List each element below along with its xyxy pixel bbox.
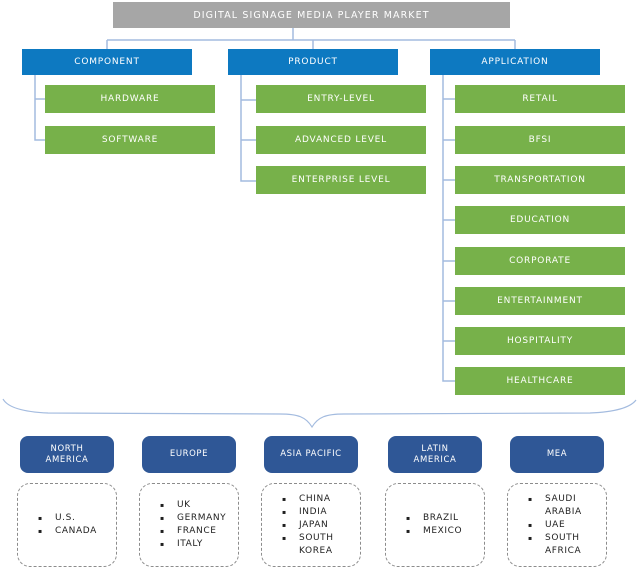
- region-box-europe: EUROPE: [142, 436, 236, 473]
- country-item: ▪ UAE: [528, 519, 606, 532]
- bullet-icon: ▪: [282, 521, 287, 529]
- country-item: ▪ SAUDI ARABIA: [528, 493, 606, 519]
- country-label: MEXICO: [423, 526, 463, 536]
- country-label: UAE: [545, 519, 566, 530]
- country-item: ▪ SOUTH AFRICA: [528, 532, 606, 558]
- bullet-icon: ▪: [528, 534, 533, 542]
- leaf-retail: RETAIL: [455, 85, 625, 113]
- bullet-icon: ▪: [160, 502, 165, 509]
- country-label: SAUDI ARABIA: [545, 493, 582, 517]
- leaf-advanced-level: ADVANCED LEVEL: [256, 126, 426, 154]
- region-label: MEA: [546, 449, 568, 459]
- brace-connector: [2, 398, 637, 429]
- country-label: CANADA: [55, 526, 97, 536]
- leaf-software: SOFTWARE: [45, 126, 215, 154]
- country-item: ▪ ITALY: [160, 538, 238, 551]
- segment-component: COMPONENT: [22, 49, 192, 75]
- bullet-icon: ▪: [38, 528, 43, 535]
- country-label: ITALY: [177, 539, 203, 549]
- bullet-icon: ▪: [406, 528, 411, 535]
- bullet-icon: ▪: [160, 528, 165, 535]
- country-item: ▪ INDIA: [282, 506, 360, 519]
- region-box-north-america: NORTH AMERICA: [20, 436, 114, 473]
- country-label: UK: [177, 500, 191, 510]
- country-item: ▪ MEXICO: [406, 525, 484, 538]
- bullet-icon: ▪: [282, 495, 287, 503]
- country-item: ▪ CANADA: [38, 525, 116, 538]
- leaf-corporate: CORPORATE: [455, 247, 625, 275]
- country-label: FRANCE: [177, 526, 217, 536]
- leaf-transportation: TRANSPORTATION: [455, 166, 625, 194]
- region-label: ASIA PACIFIC: [280, 449, 342, 459]
- country-label: SOUTH AFRICA: [545, 532, 582, 556]
- region-column-north-america: NORTH AMERICA ▪ U.S. ▪ CANADA: [16, 436, 118, 567]
- region-label: EUROPE: [169, 449, 209, 459]
- region-column-europe: EUROPE ▪ UK ▪ GERMANY ▪ FRANCE ▪ ITALY: [138, 436, 240, 567]
- region-label: LATIN AMERICA: [413, 443, 457, 465]
- segment-product: PRODUCT: [228, 49, 398, 75]
- region-box-latin-america: LATIN AMERICA: [388, 436, 482, 473]
- country-label: BRAZIL: [423, 513, 459, 523]
- bullet-icon: ▪: [282, 534, 287, 542]
- bullet-icon: ▪: [38, 515, 43, 522]
- country-item: ▪ UK: [160, 499, 238, 512]
- country-item: ▪ GERMANY: [160, 512, 238, 525]
- region-column-latin-america: LATIN AMERICA ▪ BRAZIL ▪ MEXICO: [384, 436, 486, 567]
- country-item: ▪ CHINA: [282, 493, 360, 506]
- leaf-entertainment: ENTERTAINMENT: [455, 287, 625, 315]
- region-box-asia-pacific: ASIA PACIFIC: [264, 436, 358, 473]
- diagram-title: DIGITAL SIGNAGE MEDIA PLAYER MARKET: [113, 2, 510, 28]
- country-item: ▪ FRANCE: [160, 525, 238, 538]
- leaf-healthcare: HEALTHCARE: [455, 367, 625, 395]
- country-list-north-america: ▪ U.S. ▪ CANADA: [17, 483, 117, 567]
- leaf-hospitality: HOSPITALITY: [455, 327, 625, 355]
- country-list-mea: ▪ SAUDI ARABIA ▪ UAE ▪ SOUTH AFRICA: [507, 483, 607, 567]
- leaf-bfsi: BFSI: [455, 126, 625, 154]
- country-item: ▪ U.S.: [38, 512, 116, 525]
- region-column-mea: MEA ▪ SAUDI ARABIA ▪ UAE ▪ SOUTH AFRICA: [506, 436, 608, 567]
- segment-application: APPLICATION: [430, 49, 600, 75]
- leaf-entry-level: ENTRY-LEVEL: [256, 85, 426, 113]
- bullet-icon: ▪: [406, 515, 411, 522]
- country-label: U.S.: [55, 513, 76, 523]
- country-label: JAPAN: [299, 519, 329, 530]
- leaf-hardware: HARDWARE: [45, 85, 215, 113]
- country-list-latin-america: ▪ BRAZIL ▪ MEXICO: [385, 483, 485, 567]
- region-label: NORTH AMERICA: [45, 443, 89, 465]
- bullet-icon: ▪: [528, 521, 533, 529]
- bullet-icon: ▪: [528, 495, 533, 503]
- country-item: ▪ JAPAN: [282, 519, 360, 532]
- country-label: GERMANY: [177, 513, 227, 523]
- region-column-asia-pacific: ASIA PACIFIC ▪ CHINA ▪ INDIA ▪ JAPAN ▪ S…: [260, 436, 362, 567]
- bullet-icon: ▪: [160, 541, 165, 548]
- country-list-europe: ▪ UK ▪ GERMANY ▪ FRANCE ▪ ITALY: [139, 483, 239, 567]
- country-list-asia-pacific: ▪ CHINA ▪ INDIA ▪ JAPAN ▪ SOUTH KOREA: [261, 483, 361, 567]
- bullet-icon: ▪: [160, 515, 165, 522]
- leaf-education: EDUCATION: [455, 206, 625, 234]
- country-item: ▪ SOUTH KOREA: [282, 532, 360, 558]
- leaf-enterprise-level: ENTERPRISE LEVEL: [256, 166, 426, 194]
- country-label: INDIA: [299, 506, 328, 517]
- bullet-icon: ▪: [282, 508, 287, 516]
- country-label: CHINA: [299, 493, 331, 504]
- region-box-mea: MEA: [510, 436, 604, 473]
- country-item: ▪ BRAZIL: [406, 512, 484, 525]
- country-label: SOUTH KOREA: [299, 532, 334, 556]
